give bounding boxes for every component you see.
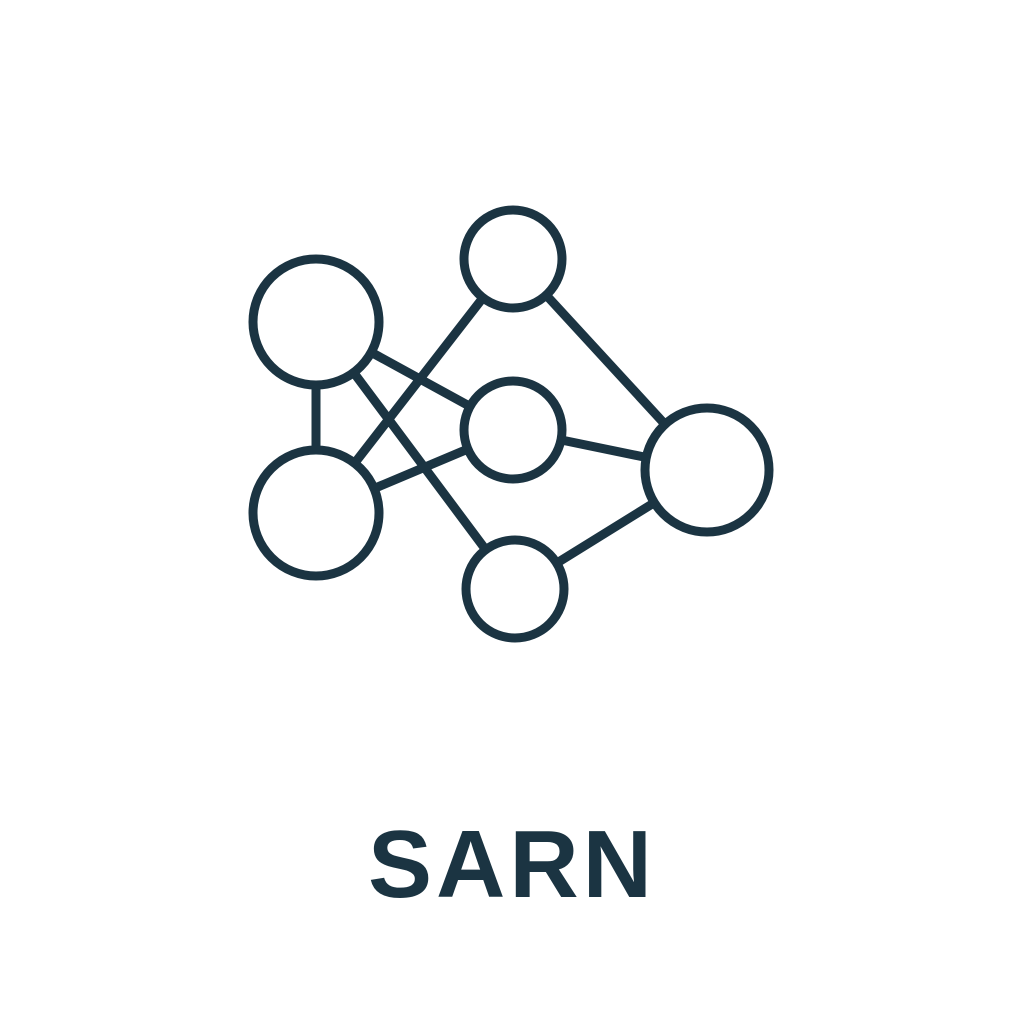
node-output: [640, 403, 774, 537]
node-hidden-top: [459, 205, 567, 313]
caption-title: SARN: [367, 811, 656, 918]
node-hidden-bottom: [461, 535, 569, 643]
node-input-top: [248, 254, 384, 390]
node-hidden-middle: [459, 376, 567, 484]
node-input-bottom: [248, 445, 384, 581]
network-nodes: [248, 205, 774, 643]
